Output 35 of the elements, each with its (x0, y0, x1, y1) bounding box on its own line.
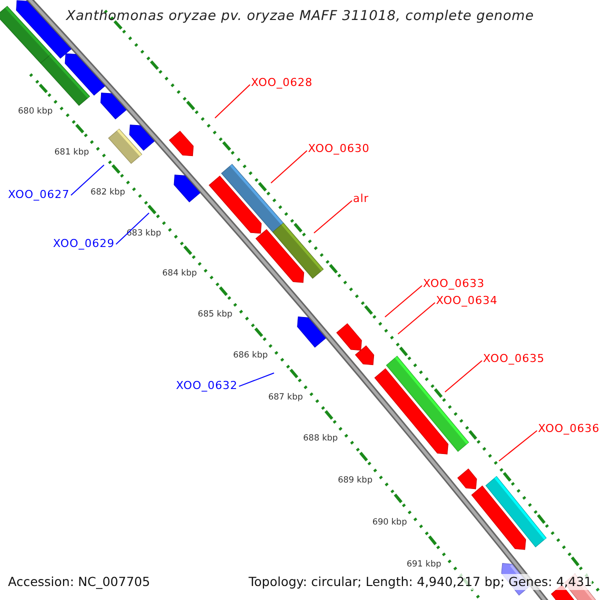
diagram-title: Xanthomonas oryzae pv. oryzae MAFF 311018, complete genome (64, 8, 535, 24)
position-label: 680 kbp (18, 106, 53, 118)
gene-label: XOO_0633 (423, 276, 485, 290)
leader-line (444, 360, 482, 392)
leader-line (398, 302, 436, 334)
position-label: 682 kbp (90, 187, 126, 198)
gene-label: XOO_0634 (436, 294, 498, 306)
leader-line (214, 84, 250, 118)
position-label: 685 kbp (198, 310, 232, 321)
leader-line (116, 212, 150, 245)
position-label: 687 kbp (268, 392, 303, 404)
gene-label: alr (353, 192, 369, 204)
gene-label: XOO_0628 (251, 76, 313, 88)
leader-line (498, 430, 538, 462)
leader-line (384, 285, 422, 318)
position-label: 688 kbp (303, 434, 338, 445)
genome-info: Accession: NC_007705 (8, 574, 150, 590)
gene-label: XOO_0632 (176, 378, 238, 392)
position-label: 689 kbp (338, 475, 372, 486)
position-label: 683 kbp (126, 228, 162, 240)
gene-label: XOO_0627 (8, 188, 70, 200)
gene-label: XOO_0629 (53, 236, 115, 250)
leader-line (238, 372, 274, 387)
position-label: 691 kbp (406, 559, 442, 570)
gene-label: XOO_0635 (483, 352, 545, 364)
genome-info: Topology: circular; Length: 4,940,217 bp; Genes: 4,431 (248, 574, 592, 590)
gene-label: XOO_0630 (308, 142, 370, 154)
position-label: 690 kbp (372, 517, 407, 528)
leader-line (314, 200, 352, 234)
leader-line (70, 164, 104, 196)
position-label: 686 kbp (233, 350, 268, 362)
position-label: 684 kbp (162, 268, 197, 280)
position-label: 681 kbp (54, 147, 90, 158)
gene-label: XOO_0636 (538, 422, 600, 434)
leader-line (270, 150, 308, 184)
